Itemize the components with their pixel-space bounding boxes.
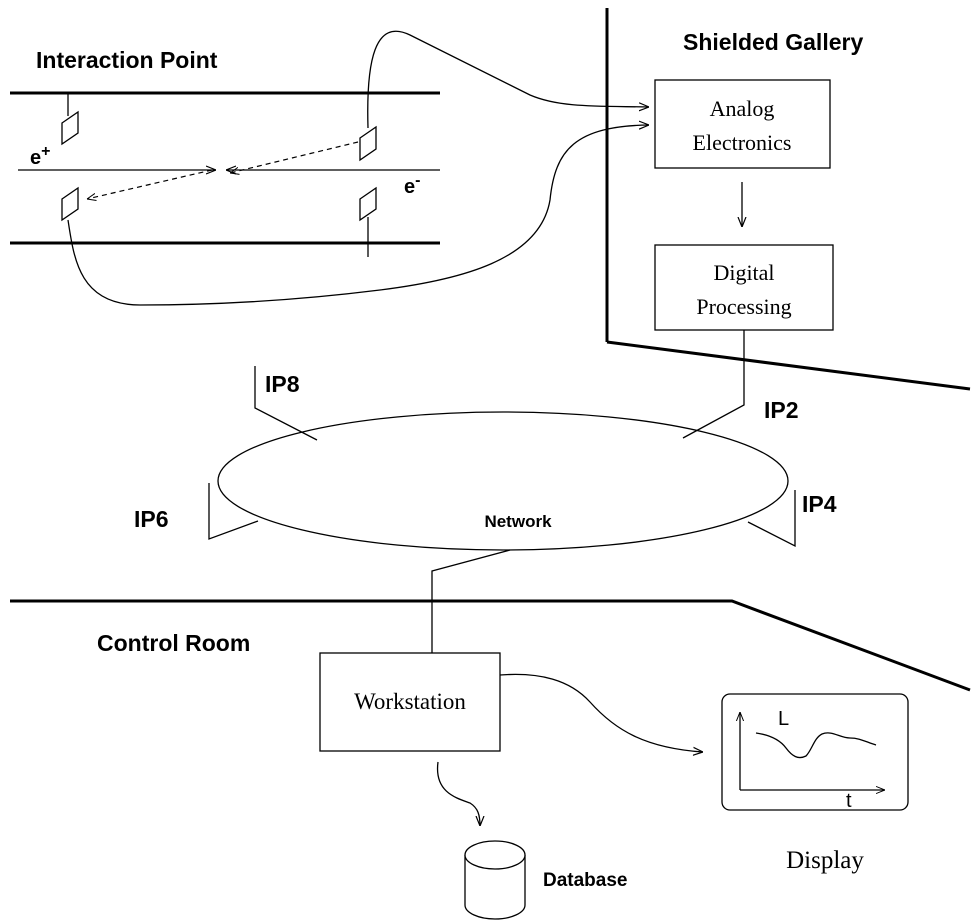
svg-text:e-: e- <box>404 172 420 198</box>
shielded-gallery-title: Shielded Gallery <box>683 29 863 55</box>
workstation-to-display-arrow <box>499 673 703 752</box>
ip2-label: IP2 <box>764 397 799 423</box>
workstation-box: Workstation <box>319 652 501 752</box>
dashed-path-center-to-left <box>87 169 213 199</box>
network-label: Network <box>484 512 552 531</box>
ip4-label: IP4 <box>802 491 837 517</box>
workstation-to-database-arrow <box>436 761 480 826</box>
display-x-label: t <box>846 790 852 812</box>
ip6-link <box>208 483 259 540</box>
database-icon <box>464 840 526 920</box>
svg-text:e+: e+ <box>30 143 50 169</box>
electron-label: e- <box>404 172 420 198</box>
control-room-wall <box>10 599 971 692</box>
svg-text:Processing: Processing <box>696 294 791 319</box>
display-panel: L t <box>721 693 909 812</box>
ip8-label: IP8 <box>265 371 300 397</box>
network-ring <box>217 411 789 551</box>
signal-cable-upper <box>367 30 649 129</box>
svg-text:Electronics: Electronics <box>693 130 792 155</box>
ip2-link <box>682 330 745 439</box>
dashed-path-right-to-center <box>230 141 359 173</box>
digital-processing-box: Digital Processing <box>654 244 834 331</box>
database-label: Database <box>543 870 628 891</box>
ip6-label: IP6 <box>134 506 169 532</box>
svg-text:Workstation: Workstation <box>354 689 466 714</box>
interaction-point-title: Interaction Point <box>36 47 218 73</box>
display-y-label: L <box>778 708 789 730</box>
display-caption: Display <box>786 847 864 874</box>
ip8-link <box>254 366 318 441</box>
network-to-workstation-link <box>431 549 511 653</box>
positron-label: e+ <box>30 143 50 169</box>
signal-cable-lower <box>67 125 649 306</box>
detector-pad-bottom-left <box>61 186 79 222</box>
svg-text:Analog: Analog <box>710 96 775 121</box>
control-room-title: Control Room <box>97 630 250 656</box>
detector-pad-bottom-right <box>359 186 377 257</box>
analog-electronics-box: Analog Electronics <box>654 79 831 169</box>
detector-pad-top-left <box>61 93 79 146</box>
gallery-wall-bottom <box>606 340 971 391</box>
svg-text:Digital: Digital <box>713 260 774 285</box>
ip4-link <box>747 490 796 548</box>
detector-pad-top-right <box>359 125 377 162</box>
display-curve <box>755 732 877 759</box>
